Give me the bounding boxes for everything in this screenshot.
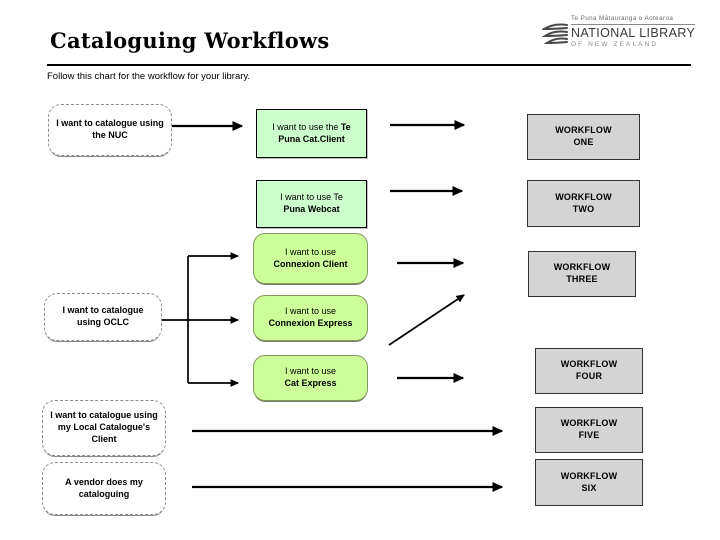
box-te-puna-cat-client: I want to use the Te Puna Cat.Client (256, 109, 367, 158)
box-cat-express: I want to use Cat Express (253, 355, 368, 401)
box-catalogue-using-oclc: I want to catalogue using OCLC (44, 293, 162, 341)
logo-tagline: Te Puna Mātauranga o Aotearoa (571, 15, 696, 25)
box-catalogue-using-nuc: I want to catalogue using the NUC (48, 104, 172, 156)
box-connexion-express: I want to use Connexion Express (253, 295, 368, 341)
box-connexion-client: I want to use Connexion Client (253, 233, 368, 284)
title-divider (47, 64, 691, 66)
national-library-logo: Te Puna Mātauranga o Aotearoa NATIONAL L… (542, 15, 697, 48)
logo-subname: OF NEW ZEALAND (571, 40, 659, 48)
box-vendor-cataloguing: A vendor does my cataloguing (42, 462, 166, 515)
box-catalogue-local-client: I want to catalogue using my Local Catal… (42, 400, 166, 456)
page-subtitle: Follow this chart for the workflow for y… (47, 71, 251, 82)
fern-icon (542, 23, 568, 45)
arrow-connexion-express-to-workflow-three (388, 294, 465, 346)
logo-name: NATIONAL LIBRARY (571, 25, 696, 40)
page-title: Cataloguing Workflows (50, 28, 330, 53)
box-te-puna-webcat: I want to use Te Puna Webcat (256, 180, 367, 228)
